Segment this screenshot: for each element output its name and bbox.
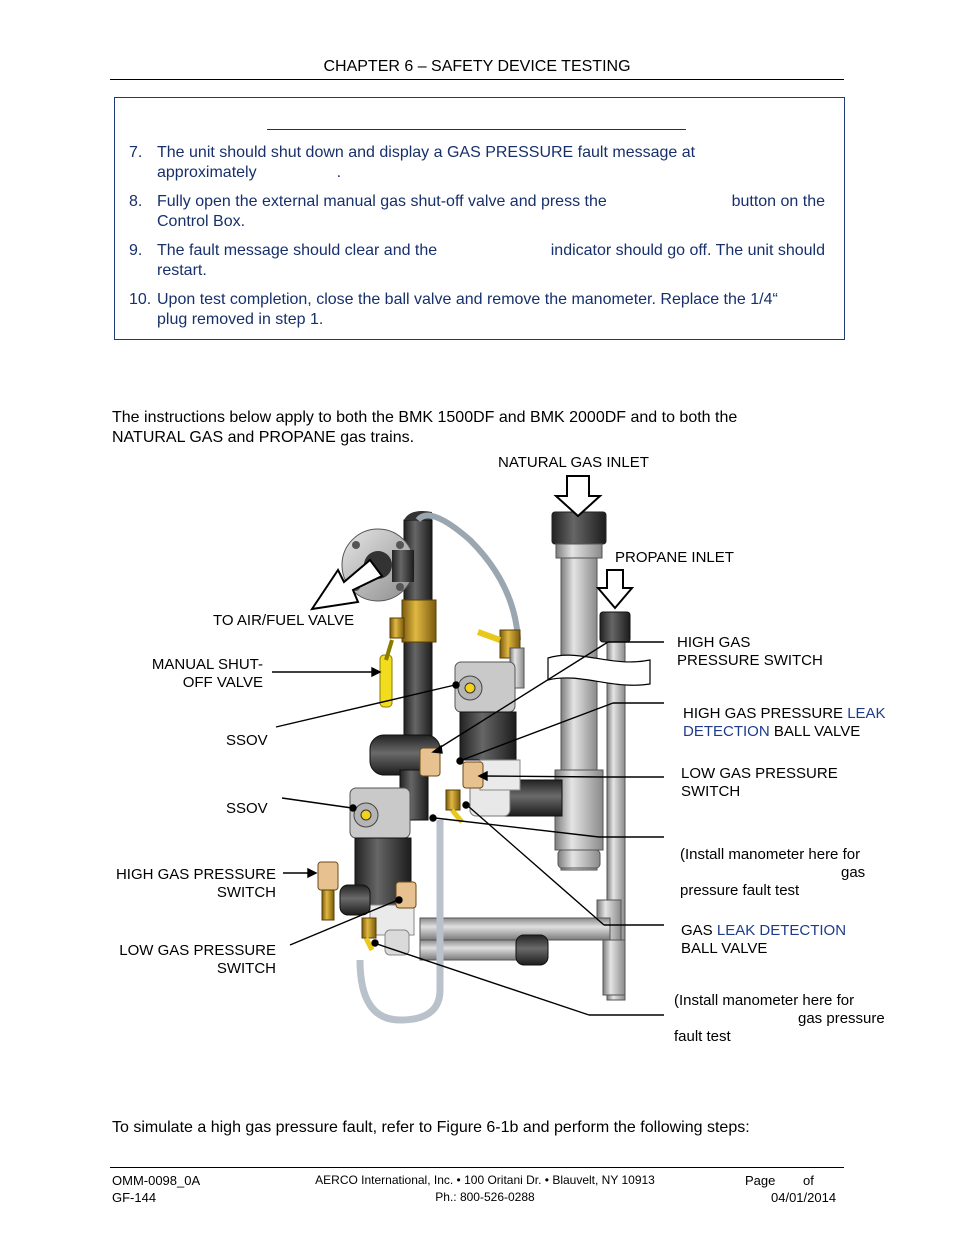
step-text-line: The unit should shut down and display a … — [157, 144, 696, 161]
label-low-gas-pressure-switch-left: LOW GAS PRESSURE SWITCH — [100, 942, 276, 978]
label-ssov-upper: SSOV — [226, 732, 268, 749]
step-number: 10. — [129, 291, 152, 308]
step-text-line: Upon test completion, close the ball val… — [157, 291, 778, 308]
label-part: LEAK — [847, 705, 886, 722]
label-part: LEAK DETECTION — [716, 922, 847, 939]
step-text-part: button on the — [731, 193, 825, 210]
label-propane-inlet: PROPANE INLET — [615, 549, 734, 566]
bottom-manifold — [419, 917, 611, 966]
label-line: HIGH GAS — [677, 634, 751, 651]
company-phone: Ph.: 800-526-0288 — [435, 1190, 535, 1204]
step-text-line: plug removed in step 1. — [157, 311, 324, 328]
procedure-box-heading-rule — [267, 129, 686, 130]
label-manometer-low-gas: gas pressure — [798, 1010, 885, 1027]
label-high-gas-pressure-switch-left: HIGH GAS PRESSURE SWITCH — [100, 866, 276, 902]
label-part: BALL VALVE — [769, 723, 861, 740]
natural-gas-inlet-arrow — [553, 475, 603, 518]
footer-left: OMM-0098_0A GF-144 — [112, 1172, 200, 1206]
intro-line: NATURAL GAS and PROPANE gas trains. — [112, 429, 415, 446]
air-fuel-outlet-arrow — [309, 558, 384, 611]
natural-gas-pipe — [551, 511, 607, 871]
label-manometer-high-gas: gas — [841, 864, 866, 881]
label-part: GAS — [681, 922, 717, 939]
page-label: Page — [745, 1173, 776, 1188]
step-number: 8. — [129, 193, 143, 210]
step-text: Fully open the external manual gas shut-… — [157, 192, 825, 230]
label-line: BALL VALVE — [681, 940, 768, 957]
label-to-air-fuel-valve: TO AIR/FUEL VALVE — [213, 612, 355, 629]
label-low-gas-pressure-switch-right: LOW GAS PRESSURE SWITCH — [681, 765, 838, 801]
label-line: SWITCH — [216, 960, 276, 977]
procedure-box — [114, 97, 845, 340]
page-of-label: of — [803, 1173, 814, 1188]
pipe-break-marks — [547, 654, 651, 686]
step-text-part: The fault message should clear and the — [157, 242, 438, 259]
step-text: The fault message should clear and the i… — [157, 241, 825, 279]
closing-paragraph: To simulate a high gas pressure fault, r… — [112, 1119, 750, 1136]
label-manual-shutoff-valve: MANUAL SHUT- OFF VALVE — [100, 656, 263, 692]
step-text-part: indicator should go off. The unit should — [550, 242, 825, 259]
label-part: DETECTION — [683, 723, 770, 740]
label-line: OFF VALVE — [182, 674, 263, 691]
label-line: LOW GAS PRESSURE — [119, 942, 276, 959]
label-manometer-high: (Install manometer here for — [680, 846, 861, 863]
lower-hose — [356, 820, 444, 1024]
step-text-line: Control Box. — [157, 213, 246, 230]
step-number: 9. — [129, 242, 143, 259]
header-rule — [110, 79, 844, 80]
propane-inlet-arrow — [595, 569, 635, 610]
label-manometer-low-fault: fault test — [674, 1028, 731, 1045]
step-text-part: Fully open the external manual gas shut-… — [157, 193, 607, 210]
step-text: The unit should shut down and display a … — [157, 143, 825, 183]
pressure-switches — [317, 747, 484, 952]
step-text-line: approximately — [157, 164, 257, 181]
label-line: MANUAL SHUT- — [151, 656, 263, 673]
label-high-gas-pressure-leak-ball-valve: HIGH GAS PRESSURE LEAK DETECTION BALL VA… — [683, 705, 886, 741]
label-ssov-lower: SSOV — [226, 800, 268, 817]
step-text: Upon test completion, close the ball val… — [157, 290, 825, 330]
company-address: AERCO International, Inc. • 100 Oritani … — [315, 1173, 655, 1187]
intro-line: The instructions below apply to both the… — [112, 409, 738, 426]
chapter-title: CHAPTER 6 – SAFETY DEVICE TESTING — [323, 58, 631, 75]
footer-rule — [110, 1167, 844, 1168]
footer-date: 04/01/2014 — [771, 1190, 837, 1205]
step-number: 7. — [129, 144, 143, 161]
label-gas-leak-detection-ball-valve: GAS LEAK DETECTION BALL VALVE — [681, 922, 846, 958]
manual-shutoff-valve — [379, 599, 437, 708]
step-text-end: . — [336, 164, 342, 181]
label-part: HIGH GAS PRESSURE — [683, 705, 848, 722]
intro-paragraph: The instructions below apply to both the… — [112, 408, 737, 448]
label-line: SWITCH — [681, 783, 741, 800]
lower-ssov-actuator — [339, 787, 415, 956]
step-text-line: restart. — [157, 262, 207, 279]
label-line: LOW GAS PRESSURE — [681, 765, 838, 782]
label-natural-gas-inlet: NATURAL GAS INLET — [498, 454, 649, 471]
upper-hose — [415, 512, 521, 641]
label-manometer-high-fault: pressure fault test — [680, 882, 800, 899]
label-manometer-low: (Install manometer here for — [674, 992, 855, 1009]
label-line: PRESSURE SWITCH — [677, 652, 823, 669]
label-high-gas-pressure-switch-right: HIGH GAS PRESSURE SWITCH — [677, 634, 823, 670]
form-id: GF-144 — [112, 1190, 157, 1205]
doc-id: OMM-0098_0A — [112, 1173, 201, 1188]
label-line: HIGH GAS PRESSURE — [115, 866, 276, 883]
label-line: SWITCH — [216, 884, 276, 901]
footer-center: AERCO International, Inc. • 100 Oritani … — [250, 1172, 720, 1206]
callout-leaders — [272, 641, 664, 1016]
